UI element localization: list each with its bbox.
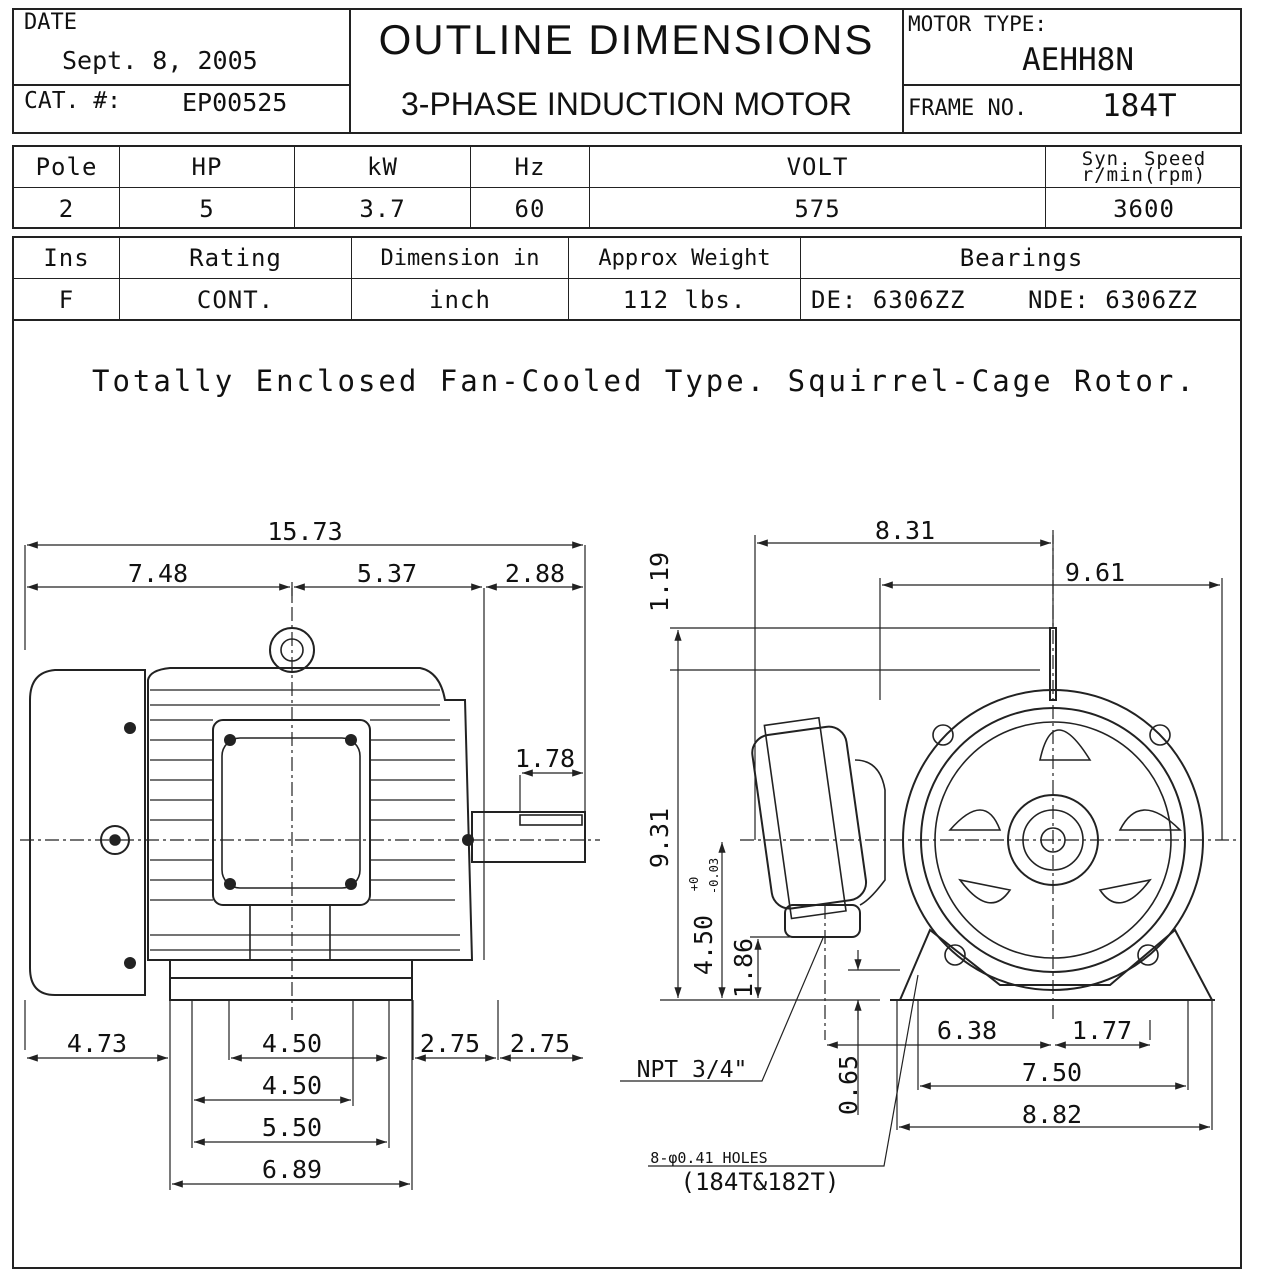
dim-2-75-a: 2.75	[420, 1029, 480, 1058]
dim-5-50: 5.50	[262, 1113, 322, 1142]
dim-4-50-a: 4.50	[262, 1029, 322, 1058]
title-block	[12, 8, 1242, 134]
dim-7-50: 7.50	[1022, 1058, 1082, 1087]
drawing-subtitle: 3-PHASE INDUCTION MOTOR	[401, 86, 852, 122]
dim-5-37: 5.37	[357, 559, 417, 588]
dim-0-65: 0.65	[834, 1055, 863, 1115]
end-view-bolts	[932, 724, 1171, 966]
dim-overall-length: 15.73	[267, 517, 342, 546]
value-volt: 575	[590, 188, 1046, 229]
value-hz: 60	[471, 188, 590, 229]
dim-2-88: 2.88	[505, 559, 565, 588]
frame-label: FRAME NO.	[908, 96, 1028, 121]
value-syn-speed: 3600	[1113, 194, 1175, 223]
header-syn-speed: Syn. Speed r/min(rpm)	[1046, 147, 1242, 188]
dim-1-77: 1.77	[1072, 1016, 1132, 1045]
header-hz: Hz	[471, 147, 590, 188]
header-ins: Ins	[14, 238, 120, 279]
dim-7-48: 7.48	[128, 559, 188, 588]
header-kw: kW	[295, 147, 471, 188]
header-hp: HP	[120, 147, 295, 188]
frames-label: (184T&182T)	[681, 1168, 840, 1196]
date-value: Sept. 8, 2005	[62, 46, 258, 75]
side-view: 15.73 7.48 5.37 2.88 1.78 4.73 4.50 2.75…	[20, 517, 600, 1190]
header-weight: Approx Weight	[569, 238, 801, 279]
cat-value: EP00525	[182, 88, 288, 117]
tolerance-lower: -0.03	[707, 858, 721, 894]
tolerance-upper: +0	[687, 877, 701, 891]
drawing-title: OUTLINE DIMENSIONS	[378, 16, 875, 63]
value-kw: 3.7	[295, 188, 471, 229]
value-pole: 2	[14, 188, 120, 229]
value-ins: F	[14, 279, 120, 321]
value-bearings: DE: 6306ZZ NDE: 6306ZZ	[801, 279, 1242, 321]
value-rating: CONT.	[120, 279, 352, 321]
cooling-fins	[150, 689, 460, 951]
frame-value: 184T	[1102, 88, 1177, 124]
dim-1-19: 1.19	[645, 552, 674, 612]
dim-4-50-height: 4.50	[689, 915, 718, 975]
dim-4-73: 4.73	[67, 1029, 127, 1058]
dim-8-31: 8.31	[875, 516, 935, 545]
header-rating: Rating	[120, 238, 352, 279]
header-bearings: Bearings	[801, 238, 1242, 279]
rpm-label: r/min(rpm)	[1081, 164, 1207, 186]
dim-2-75-b: 2.75	[510, 1029, 570, 1058]
bearing-nde: NDE: 6306ZZ	[1028, 286, 1198, 314]
syn-speed-label: Syn. Speed	[1081, 148, 1207, 170]
npt-label: NPT 3/4"	[637, 1057, 748, 1083]
dim-9-61: 9.61	[1065, 558, 1125, 587]
conduit-box	[751, 716, 868, 920]
end-view: 8.31 9.61 1.19 9.31 4.50 +0 -0.03 1.86 0…	[620, 516, 1240, 1196]
dim-shaft-length: 1.78	[515, 744, 575, 773]
dim-8-82: 8.82	[1022, 1100, 1082, 1129]
bearing-de: DE: 6306ZZ	[811, 286, 966, 314]
dim-1-86: 1.86	[729, 938, 758, 998]
shaft	[471, 811, 586, 863]
terminal-box-screws	[124, 722, 474, 969]
date-label: DATE	[24, 10, 77, 35]
header-volt: VOLT	[590, 147, 1046, 188]
header-dimension: Dimension in	[352, 238, 569, 279]
dim-4-50-b: 4.50	[262, 1071, 322, 1100]
motor-type-label: MOTOR TYPE:	[908, 12, 1048, 36]
cat-label: CAT. #:	[24, 88, 121, 114]
value-dimension: inch	[352, 279, 569, 321]
holes-label: 8-φ0.41 HOLES	[650, 1149, 767, 1167]
dim-6-38: 6.38	[937, 1016, 997, 1045]
dim-6-89: 6.89	[262, 1155, 322, 1184]
header-pole: Pole	[14, 147, 120, 188]
value-hp: 5	[120, 188, 295, 229]
spec-table-1: Pole HP kW Hz VOLT Syn. Speed r/min(rpm)…	[12, 145, 1242, 229]
motor-type-value: AEHH8N	[1022, 42, 1134, 78]
motor-description: Totally Enclosed Fan-Cooled Type. Squirr…	[92, 364, 1197, 398]
dim-shaft-height-9-31: 9.31	[645, 808, 674, 868]
value-weight: 112 lbs.	[569, 279, 801, 321]
